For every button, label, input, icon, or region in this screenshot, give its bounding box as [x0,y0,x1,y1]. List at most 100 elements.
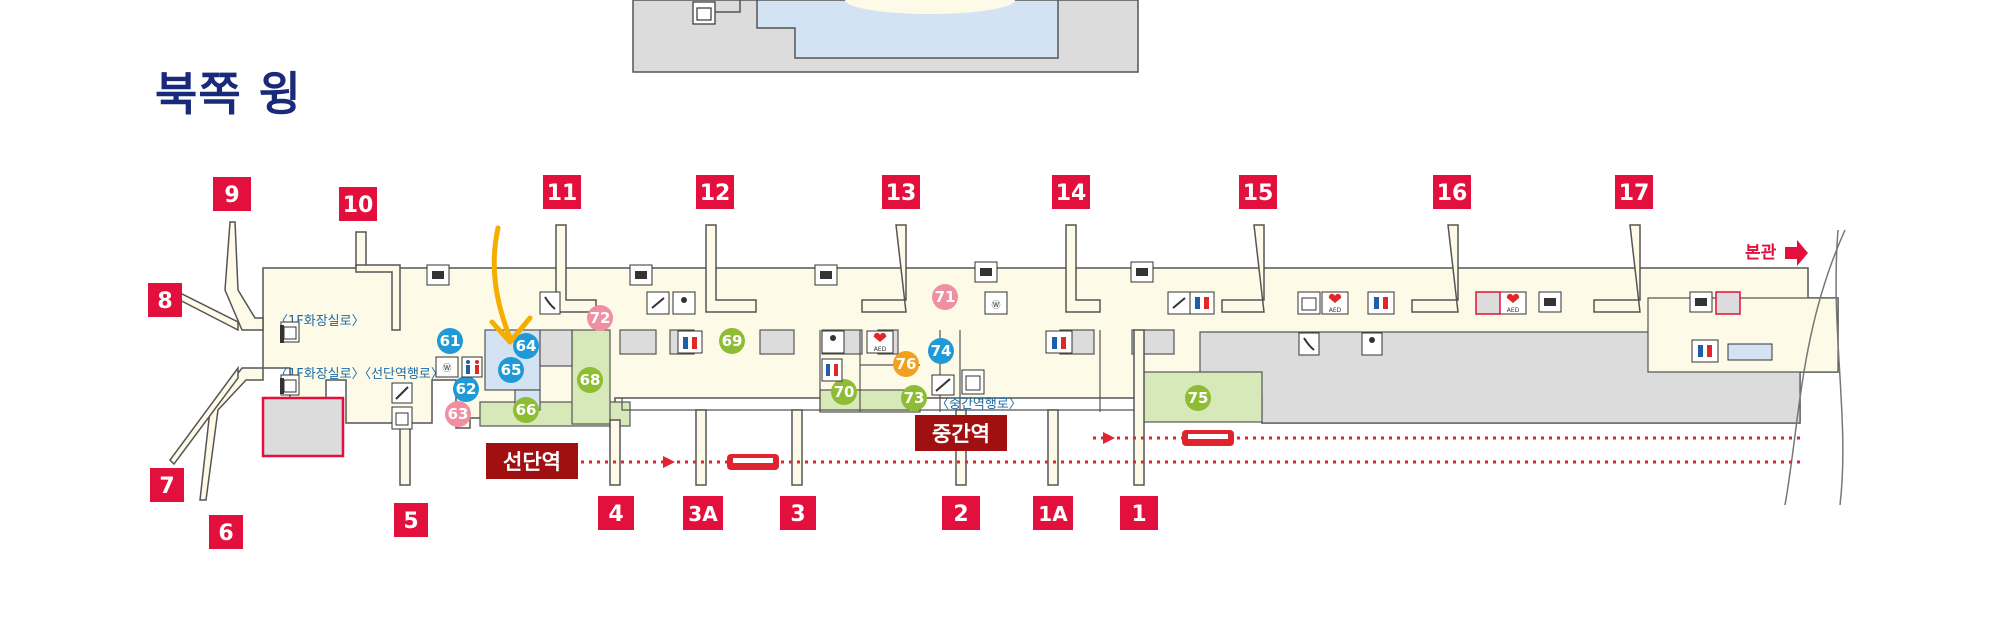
svg-text:16: 16 [1437,181,1468,206]
svg-text:65: 65 [501,361,522,379]
gate-12: 12 [696,175,734,209]
currency-exchange-icon [629,264,653,286]
top-piers [555,224,1641,313]
svg-text:12: 12 [700,181,731,206]
shop-72: 72 [587,305,613,331]
currency-exchange-icon [1689,291,1713,313]
svg-text:69: 69 [722,332,743,350]
stairs [280,378,284,394]
gate-5: 5 [394,503,428,537]
svg-text:68: 68 [580,371,601,389]
corridor-label: 〈중간역행로〉 [936,396,1022,412]
smoking-icon [1167,291,1191,315]
svg-text:9: 9 [224,183,239,208]
restroom-icon [1045,330,1073,354]
train-icon [1182,430,1234,446]
annotation-arrow [491,225,513,341]
svg-text:62: 62 [456,380,477,398]
currency-exchange-icon: Ⓦ [984,291,1008,315]
elevator-icon [692,1,716,25]
currency-exchange-icon [426,264,450,286]
shop-75: 75 [1185,385,1211,411]
shop-63: 63 [445,401,471,427]
restroom-icon [677,330,703,354]
svg-text:75: 75 [1188,389,1209,407]
main-hall-arrow-icon [1785,240,1808,266]
svg-text:74: 74 [931,342,952,360]
svg-text:71: 71 [935,288,956,306]
gate-17: 17 [1615,175,1653,209]
svg-text:10: 10 [343,193,374,218]
prayer-icon [1361,332,1383,356]
svg-text:64: 64 [516,337,537,355]
svg-text:15: 15 [1243,181,1274,206]
gate-14: 14 [1052,175,1090,209]
main-hall-edge [1784,229,1846,506]
shop-69: 69 [719,328,745,354]
currency-exchange-icon [814,264,838,286]
aed-icon: AED [1499,291,1527,315]
elevator-icon [391,406,413,430]
gray-service-box [1727,343,1773,361]
gate-badges-bottom: 7 6 5 4 3A 3 2 1A 1 [150,468,1158,549]
svg-text:72: 72 [590,309,611,327]
svg-text:11: 11 [547,181,578,206]
gate-9: 9 [213,177,251,211]
svg-text:1: 1 [1131,502,1146,527]
svg-text:63: 63 [448,405,469,423]
elevator-icon [961,369,985,395]
nursing-icon [672,291,696,315]
shop-68: 68 [577,367,603,393]
aed-icon: AED [1321,291,1349,315]
train-icon [727,454,779,470]
svg-text:17: 17 [1619,181,1650,206]
gate-15: 15 [1239,175,1277,209]
smoking-icon [646,291,670,315]
svg-text:3A: 3A [688,502,718,526]
shop-71: 71 [932,284,958,310]
shop-61: 61 [437,328,463,354]
upper-building-fragment [632,0,1139,73]
svg-text:14: 14 [1056,181,1087,206]
shop-70: 70 [831,379,857,405]
escalator-icon [391,382,413,404]
annotation-arrowhead [489,315,533,345]
aed-icon: AED [866,330,894,354]
gate-13: 13 [882,175,920,209]
currency-exchange-icon [974,261,998,283]
facility-icons: AED AED AED Ⓦ Ⓦ [280,261,1773,430]
gate-badges-top: 9 10 11 12 13 14 15 16 17 8 [148,175,1653,317]
svg-text:76: 76 [896,355,917,373]
shop-65: 65 [498,357,524,383]
svg-text:3: 3 [790,502,805,527]
restroom-icon [461,356,483,378]
elevator-icon [1297,291,1321,315]
svg-text:Ⓦ: Ⓦ [442,363,451,374]
restroom-icon [1367,291,1395,315]
people-mover-track [575,430,1800,470]
corridor-label: 〈1F화장실로〉〈선단역행로〉 [275,366,444,382]
svg-text:Ⓦ: Ⓦ [991,300,1000,311]
gray-service-box [1475,291,1501,315]
shop-64: 64 [513,333,539,359]
svg-text:AED: AED [874,346,887,353]
escalator-icon [931,374,955,396]
svg-text:13: 13 [886,181,917,206]
svg-text:1A: 1A [1038,502,1068,526]
shop-76: 76 [893,351,919,377]
gate-6: 6 [209,515,243,549]
currency-exchange-icon [1130,261,1154,283]
restroom-icon [1189,291,1215,315]
gate-10: 10 [339,187,377,221]
gate-4: 4 [598,496,634,530]
phone-icon [1298,332,1320,356]
restroom-icon [1691,339,1719,363]
svg-text:AED: AED [1329,307,1342,314]
svg-text:중간역: 중간역 [932,422,990,446]
gate-16: 16 [1433,175,1471,209]
gate-11: 11 [543,175,581,209]
svg-text:2: 2 [953,502,968,527]
svg-text:4: 4 [608,502,623,527]
gate-1: 1 [1120,496,1158,530]
shop-73: 73 [901,385,927,411]
